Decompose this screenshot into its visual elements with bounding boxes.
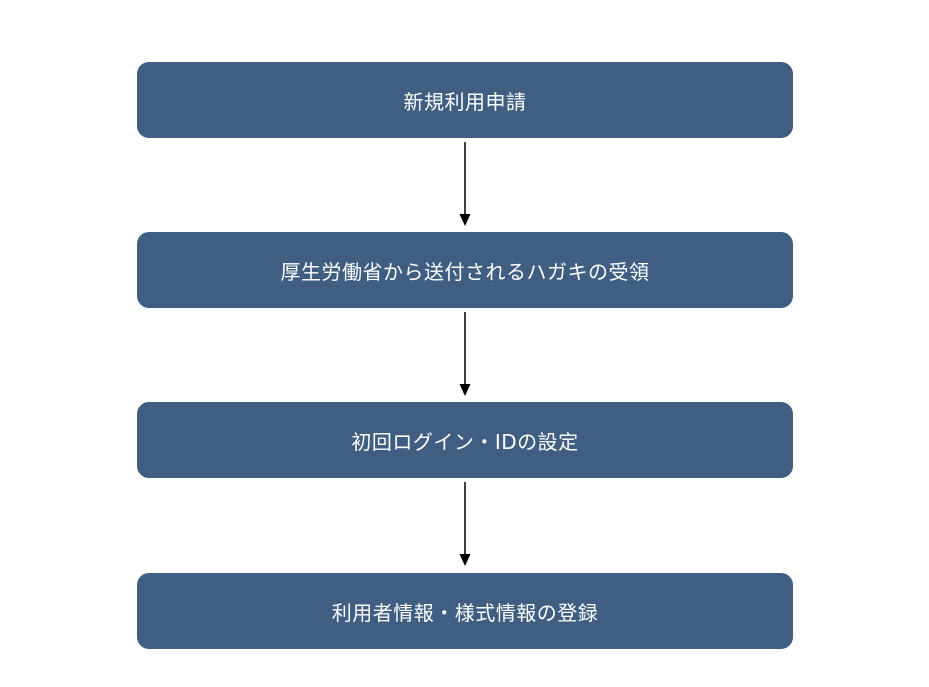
arrow-down-icon [458,142,472,228]
step-3-first-login: 初回ログイン・IDの設定 [137,402,793,478]
step-4-label: 利用者情報・様式情報の登録 [331,600,599,625]
step-2-receive-postcard: 厚生労働省から送付されるハガキの受領 [137,232,793,308]
arrow-down-icon [458,312,472,398]
step-4-register-info: 利用者情報・様式情報の登録 [137,573,793,649]
step-2-label: 厚生労働省から送付されるハガキの受領 [280,259,650,284]
arrow-down-icon [458,482,472,568]
step-1-label: 新規利用申請 [403,89,527,114]
step-1-new-application: 新規利用申請 [137,62,793,138]
step-3-label: 初回ログイン・IDの設定 [351,429,579,454]
